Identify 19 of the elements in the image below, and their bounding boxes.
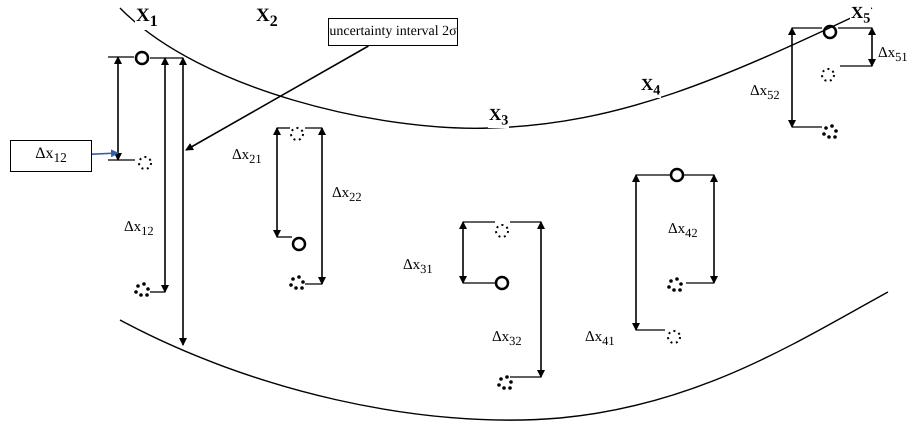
dimension-label: Δx$_{31}$: [403, 258, 433, 276]
variable-label: X$_{3}$: [488, 106, 510, 128]
dimension-label: Δx$_{41}$: [585, 330, 615, 348]
dimension-label: Δx$_{52}$: [750, 84, 780, 102]
text-box: [328, 18, 458, 46]
leader-line: [185, 45, 369, 151]
dimension-label: Δx$_{12}$: [124, 220, 154, 238]
dimension-label: Δx$_{42}$: [668, 222, 698, 240]
box-label: uncertainty interval 2σ: [329, 24, 457, 40]
variable-label: X$_{1}$: [135, 6, 159, 30]
box-label: Δx$_{12}$: [35, 145, 67, 167]
dimension-label: Δx$_{51}$: [878, 46, 908, 64]
text-box: [10, 140, 92, 172]
dimension-label: Δx$_{32}$: [492, 330, 522, 348]
leader-line: [92, 149, 119, 158]
dimension-label: Δx$_{22}$: [332, 186, 362, 204]
variable-label: X$_{5}$: [850, 4, 872, 26]
variable-label: X$_{4}$: [640, 76, 662, 98]
dimension-label: Δx$_{21}$: [232, 148, 262, 166]
